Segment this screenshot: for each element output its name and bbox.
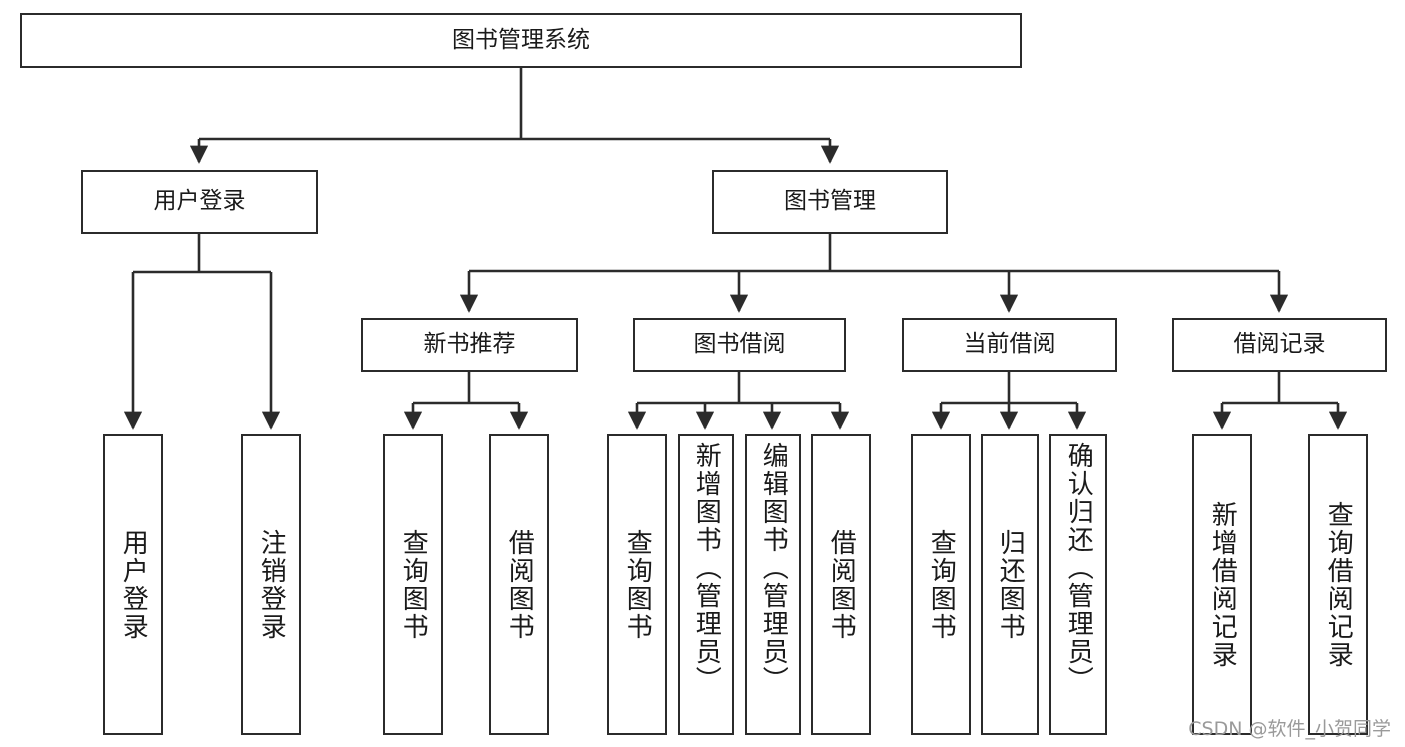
node-book-borrow[interactable]: 图书借阅	[633, 318, 846, 372]
node-leaf-query-record[interactable]: 查询借阅记录	[1308, 434, 1368, 735]
node-leaf-add-book-label: 新增图书（管理员）	[691, 442, 722, 694]
node-leaf-add-record-label: 新增借阅记录	[1207, 500, 1238, 669]
node-leaf-confirm-return-label: 确认归还（管理员）	[1063, 442, 1094, 694]
node-leaf-borrow-book-1[interactable]: 借阅图书	[489, 434, 549, 735]
node-leaf-logout-login[interactable]: 注销登录	[241, 434, 301, 735]
node-borrow-record[interactable]: 借阅记录	[1172, 318, 1387, 372]
node-leaf-query-book-3[interactable]: 查询图书	[911, 434, 971, 735]
node-root-label: 图书管理系统	[452, 26, 590, 53]
node-leaf-query-book-2-label: 查询图书	[622, 528, 653, 641]
node-leaf-logout-login-label: 注销登录	[256, 528, 287, 641]
node-book-manage[interactable]: 图书管理	[712, 170, 948, 234]
node-leaf-return-book-label: 归还图书	[995, 528, 1026, 641]
node-leaf-borrow-book-1-label: 借阅图书	[504, 528, 535, 641]
node-borrow-record-label: 借阅记录	[1233, 331, 1326, 358]
node-leaf-borrow-book-2-label: 借阅图书	[826, 528, 857, 641]
node-current-borrow-label: 当前借阅	[963, 331, 1056, 358]
node-root[interactable]: 图书管理系统	[20, 13, 1022, 68]
node-current-borrow[interactable]: 当前借阅	[902, 318, 1117, 372]
node-leaf-add-book[interactable]: 新增图书（管理员）	[678, 434, 734, 735]
node-book-borrow-label: 图书借阅	[693, 331, 786, 358]
node-leaf-query-book-2[interactable]: 查询图书	[607, 434, 667, 735]
node-leaf-return-book[interactable]: 归还图书	[981, 434, 1039, 735]
node-new-book-rec-label: 新书推荐	[423, 331, 516, 358]
node-leaf-confirm-return[interactable]: 确认归还（管理员）	[1049, 434, 1107, 735]
node-leaf-query-record-label: 查询借阅记录	[1323, 500, 1354, 669]
node-new-book-rec[interactable]: 新书推荐	[361, 318, 578, 372]
node-leaf-edit-book-label: 编辑图书（管理员）	[758, 442, 789, 694]
node-leaf-user-login-label: 用户登录	[118, 528, 149, 641]
csdn-watermark: CSDN @软件_小贺同学	[1188, 718, 1391, 740]
node-leaf-add-record[interactable]: 新增借阅记录	[1192, 434, 1252, 735]
node-user-login-label: 用户登录	[153, 188, 246, 215]
node-book-manage-label: 图书管理	[784, 188, 876, 215]
node-leaf-query-book-1[interactable]: 查询图书	[383, 434, 443, 735]
node-leaf-query-book-3-label: 查询图书	[926, 528, 957, 641]
node-leaf-edit-book[interactable]: 编辑图书（管理员）	[745, 434, 801, 735]
node-leaf-borrow-book-2[interactable]: 借阅图书	[811, 434, 871, 735]
node-leaf-query-book-1-label: 查询图书	[398, 528, 429, 641]
node-leaf-user-login[interactable]: 用户登录	[103, 434, 163, 735]
node-user-login[interactable]: 用户登录	[81, 170, 318, 234]
